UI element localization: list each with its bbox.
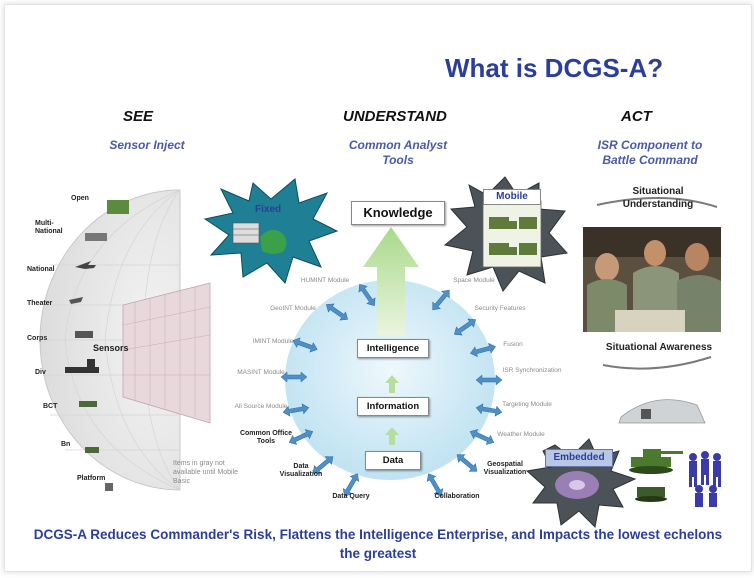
module-label: Weather Module [497,431,545,438]
page-title: What is DCGS-A? [445,53,664,83]
echelon-label: Bn [61,441,71,448]
hub-arrows [280,284,503,497]
echelon-label: Platform [77,475,106,482]
module-label: Common Office Tools [239,430,293,445]
footer-statement: DCGS-A Reduces Commander's Risk, Flatten… [33,527,723,561]
module-label: IMINT Module [252,338,294,345]
soldier-figures [689,451,721,507]
echelon-label: Div [35,369,46,376]
module-label: GeoINT Module [270,305,316,312]
intelligence-box: Intelligence [357,339,429,358]
embedded-label: Embedded [545,449,613,467]
soldiers-photo [583,227,721,332]
module-label: HUMINT Module [300,277,350,284]
diagram-graphics [39,176,721,529]
sensors-label: Sensors [93,343,129,353]
echelon-label: Multi-National [35,220,63,235]
see-heading: SEE [123,108,154,125]
fixed-label: Fixed [255,204,282,215]
see-subtitle: Sensor Inject [109,138,185,152]
module-label: Security Features [474,305,526,312]
act-subtitle: ISR Component to Battle Command [597,138,703,167]
situational-awareness-label: Situational Awareness [605,342,713,353]
sensor-platform-icons [65,200,129,491]
module-label: Fusion [503,341,523,348]
module-label: All Source Module [234,403,288,410]
information-box: Information [357,397,429,416]
echelon-label: BCT [43,403,58,410]
echelon-label: Open [71,195,89,202]
understand-subtitle: Common Analyst Tools [348,138,448,167]
echelon-label: National [27,266,55,273]
module-label: Targeting Module [502,401,552,408]
module-label: Geospatial Visualization [483,461,527,476]
echelon-label: Corps [27,335,48,342]
knowledge-arrow [363,227,419,335]
data-box: Data [365,451,421,470]
slide: What is DCGS-A? SEE UNDERSTAND ACT Senso… [4,4,752,572]
knowledge-box: Knowledge [351,201,445,225]
understand-heading: UNDERSTAND [343,108,447,125]
act-heading: ACT [621,108,652,125]
situational-understanding-label: Situational Understanding [622,186,694,210]
tank-icons [629,449,683,502]
echelon-label: Theater [27,300,53,307]
sensor-data-wall [122,282,211,424]
module-label: Collaboration [434,493,480,500]
tent-icon [618,399,706,424]
module-label: Data Query [332,493,370,500]
mobile-label: Mobile [483,189,541,205]
module-label: Space Module [453,277,495,284]
module-label: ISR Synchronization [502,367,562,374]
module-label: MASINT Module [237,369,285,376]
module-label: Data Visualization [279,463,323,478]
gray-items-note: Items in gray not available until Mobile… [173,460,238,485]
